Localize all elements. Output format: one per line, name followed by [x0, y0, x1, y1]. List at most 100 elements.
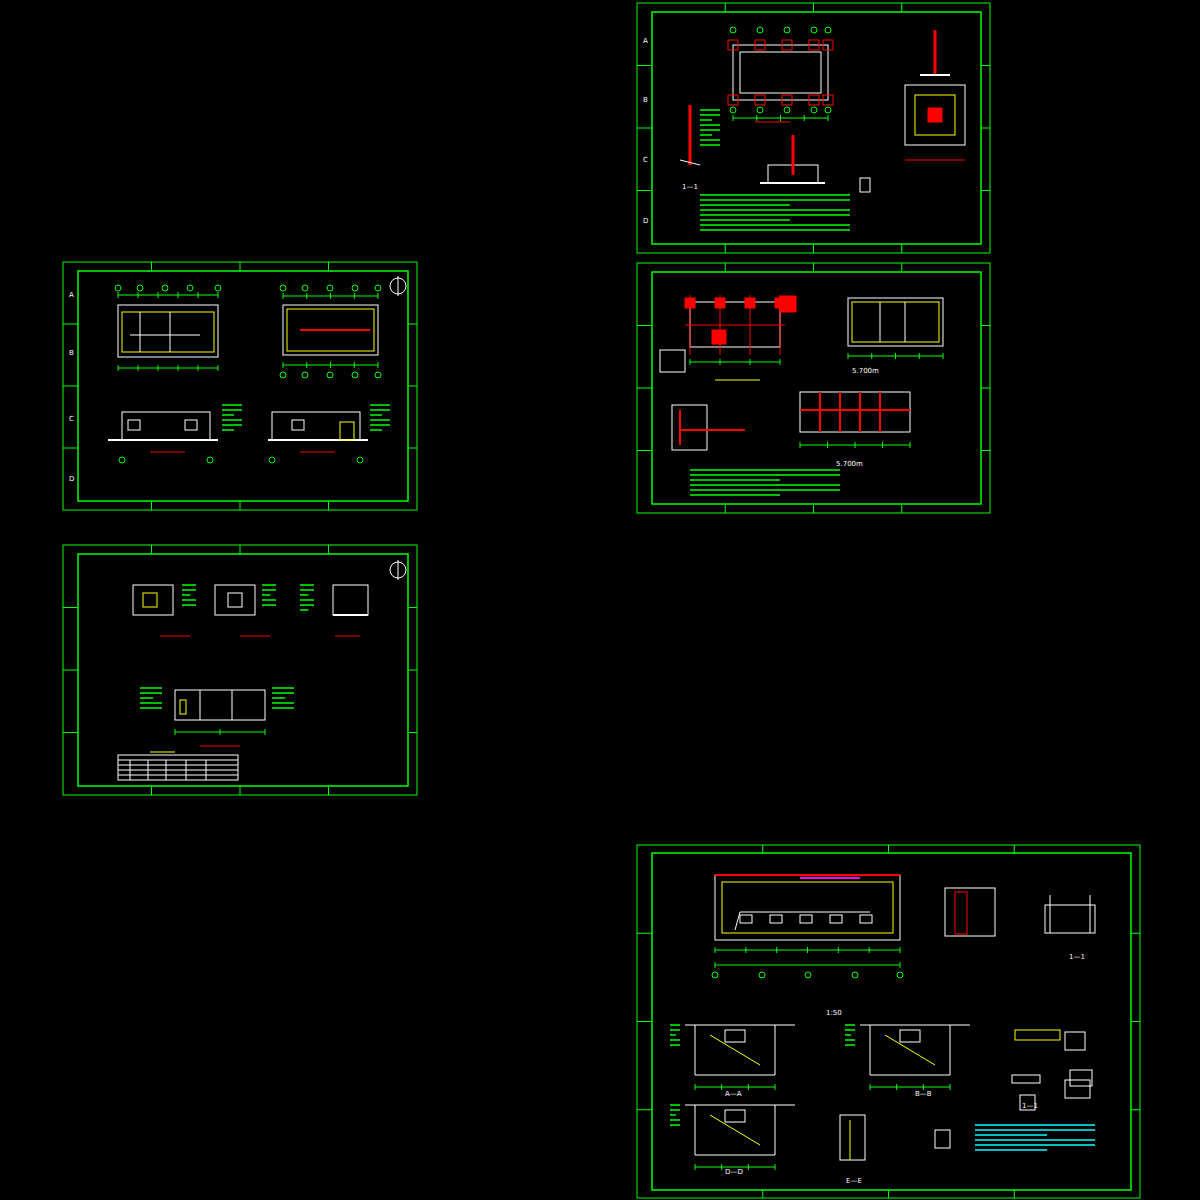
cad-line: [690, 494, 780, 496]
cad-line: [745, 947, 746, 953]
cad-line: [118, 770, 238, 771]
cad-rect: [660, 350, 685, 372]
cad-line: [839, 392, 841, 432]
cad-rect: [860, 915, 872, 923]
cad-line: [637, 65, 652, 66]
cad-line: [860, 1025, 970, 1026]
cad-line: [175, 729, 176, 735]
grid-bubble: [327, 372, 333, 378]
cad-line: [200, 746, 240, 747]
grid-bubble: [115, 285, 121, 291]
cad-line: [300, 609, 308, 611]
cad-line: [700, 124, 720, 126]
cad-line: [354, 362, 355, 368]
drawing-label: E—E: [846, 1178, 862, 1185]
cad-line: [700, 109, 720, 111]
cad-rect: [945, 888, 995, 936]
cad-line: [118, 295, 218, 296]
cad-line: [637, 450, 652, 451]
grid-bubble: [811, 27, 817, 33]
cad-line: [813, 3, 814, 12]
cad-line: [262, 594, 270, 596]
cad-rect: [782, 40, 792, 50]
drawing-label: D: [643, 218, 648, 225]
cad-rect: [712, 330, 726, 344]
cad-line: [330, 293, 331, 299]
cad-line: [182, 589, 196, 591]
cad-rect: [128, 420, 140, 430]
cad-rect: [652, 853, 1131, 1190]
cad-line: [910, 442, 911, 448]
cad-line: [670, 1109, 680, 1111]
cad-line: [265, 729, 266, 735]
cad-rect: [1015, 1030, 1060, 1040]
cad-rect: [830, 915, 842, 923]
grid-bubble: [897, 972, 903, 978]
grid-bubble: [757, 107, 763, 113]
grid-bubble: [730, 107, 736, 113]
cad-line: [118, 292, 119, 298]
cad-line: [333, 614, 368, 616]
cad-line: [690, 484, 840, 486]
cad-line: [845, 1024, 855, 1026]
cad-line: [222, 404, 242, 406]
cad-line: [813, 263, 814, 272]
cad-line: [700, 114, 720, 116]
cad-rect: [800, 915, 812, 923]
grid-bubble: [357, 457, 363, 463]
cad-line: [370, 414, 382, 416]
cad-line: [715, 380, 760, 381]
cad-line: [200, 690, 201, 720]
cad-line: [690, 362, 780, 363]
cad-line: [262, 599, 276, 601]
cad-rect: [823, 95, 833, 105]
cad-line: [700, 139, 720, 141]
cad-line: [637, 128, 652, 129]
cad-line: [885, 1035, 935, 1065]
cad-line: [870, 1075, 950, 1076]
cad-line: [800, 409, 910, 411]
cad-line: [715, 874, 900, 876]
cad-rect: [272, 412, 360, 440]
grid-bubble: [207, 457, 213, 463]
grid-bubble: [784, 107, 790, 113]
cad-line: [150, 452, 185, 453]
cad-line: [222, 419, 242, 421]
cad-line: [1090, 895, 1091, 933]
grid-bubble: [805, 972, 811, 978]
cad-line: [151, 786, 152, 795]
cad-line: [905, 160, 965, 161]
cad-line: [637, 325, 652, 326]
cad-line: [859, 392, 861, 432]
grid-bubble: [119, 457, 125, 463]
cad-rect: [725, 1030, 745, 1042]
cad-line: [160, 636, 190, 637]
cad-line: [721, 1164, 722, 1170]
cad-rect: [840, 1115, 865, 1160]
cad-line: [670, 1119, 680, 1121]
drawing-label: C: [69, 416, 74, 423]
cad-line: [148, 760, 149, 780]
cad-line: [695, 1167, 775, 1168]
cad-line: [720, 359, 721, 365]
grid-bubble: [215, 285, 221, 291]
cad-line: [637, 1021, 652, 1022]
cad-line: [63, 386, 78, 387]
cad-line: [63, 607, 78, 608]
cad-rect: [715, 875, 900, 940]
cad-line: [408, 386, 417, 387]
cad-line: [896, 1084, 897, 1090]
cad-line: [198, 365, 199, 371]
cad-rect: [740, 915, 752, 923]
cad-line: [670, 1034, 676, 1036]
cad-rect: [118, 755, 238, 780]
cad-line: [850, 1120, 851, 1160]
cad-rect: [1045, 905, 1095, 933]
cad-line: [934, 30, 937, 75]
cad-rect: [180, 700, 186, 714]
cad-line: [272, 687, 294, 689]
cad-line: [845, 1039, 855, 1041]
cad-line: [700, 199, 850, 201]
cad-line: [670, 1024, 680, 1026]
cad-line: [923, 1084, 924, 1090]
